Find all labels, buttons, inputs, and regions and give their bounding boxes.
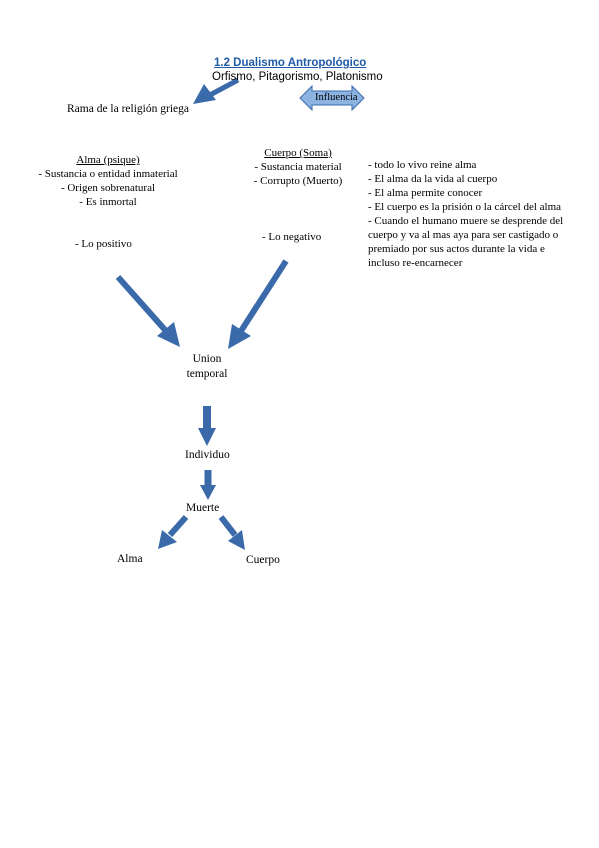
influence-double-arrow-icon (299, 84, 365, 112)
belief-item: premiado por sus actos durante la vida e (368, 243, 545, 255)
influence-label: Influencia (315, 92, 358, 103)
page-title: 1.2 Dualismo Antropológico (214, 57, 367, 69)
cuerpo-heading: Cuerpo (Soma) (264, 147, 332, 159)
branch-label: Rama de la religión griega (67, 103, 189, 115)
belief-item: - El alma permite conocer (368, 187, 483, 199)
alma-note: - Lo positivo (75, 238, 132, 250)
arrow-alma-to-union-icon (115, 275, 180, 347)
belief-item: incluso re-encarnecer (368, 257, 463, 269)
cuerpo-output-node: Cuerpo (246, 554, 280, 566)
arrow-muerte-to-cuerpo-icon (218, 515, 245, 550)
arrow-cuerpo-to-union-icon (228, 259, 289, 349)
alma-column: Alma (psique) - Sustancia o entidad inma… (28, 153, 188, 209)
arrow-muerte-to-alma-icon (158, 515, 189, 549)
alma-output-node: Alma (117, 553, 143, 565)
cuerpo-item: - Corrupto (Muerto) (253, 175, 343, 187)
alma-heading: Alma (psique) (76, 154, 140, 166)
cuerpo-note: - Lo negativo (262, 231, 322, 243)
union-line-2: temporal (186, 368, 228, 380)
alma-item: - Sustancia o entidad inmaterial (38, 168, 178, 180)
belief-item: - todo lo vivo reine alma (368, 159, 477, 171)
belief-item: - El cuerpo es la prisión o la cárcel de… (368, 201, 562, 213)
beliefs-list: - todo lo vivo reine alma - El alma da l… (368, 158, 563, 270)
arrow-to-branch-icon (193, 77, 240, 104)
alma-item: - Origen sobrenatural (60, 182, 156, 194)
belief-item: - Cuando el humano muere se desprende de… (368, 215, 564, 227)
union-node: Union temporal (170, 352, 244, 382)
arrow-individuo-to-muerte-icon (200, 470, 216, 500)
page-subtitle: Orfismo, Pitagorismo, Platonismo (212, 71, 383, 83)
individuo-node: Individuo (185, 449, 230, 461)
arrow-union-to-individuo-icon (198, 406, 216, 446)
cuerpo-column: Cuerpo (Soma) - Sustancia material - Cor… (238, 146, 358, 188)
muerte-node: Muerte (186, 502, 220, 514)
cuerpo-item: - Sustancia material (254, 161, 342, 173)
union-line-1: Union (192, 353, 222, 365)
belief-item: cuerpo y va al mas aya para ser castigad… (368, 229, 559, 241)
belief-item: - El alma da la vida al cuerpo (368, 173, 498, 185)
alma-item: - Es inmortal (79, 196, 137, 208)
